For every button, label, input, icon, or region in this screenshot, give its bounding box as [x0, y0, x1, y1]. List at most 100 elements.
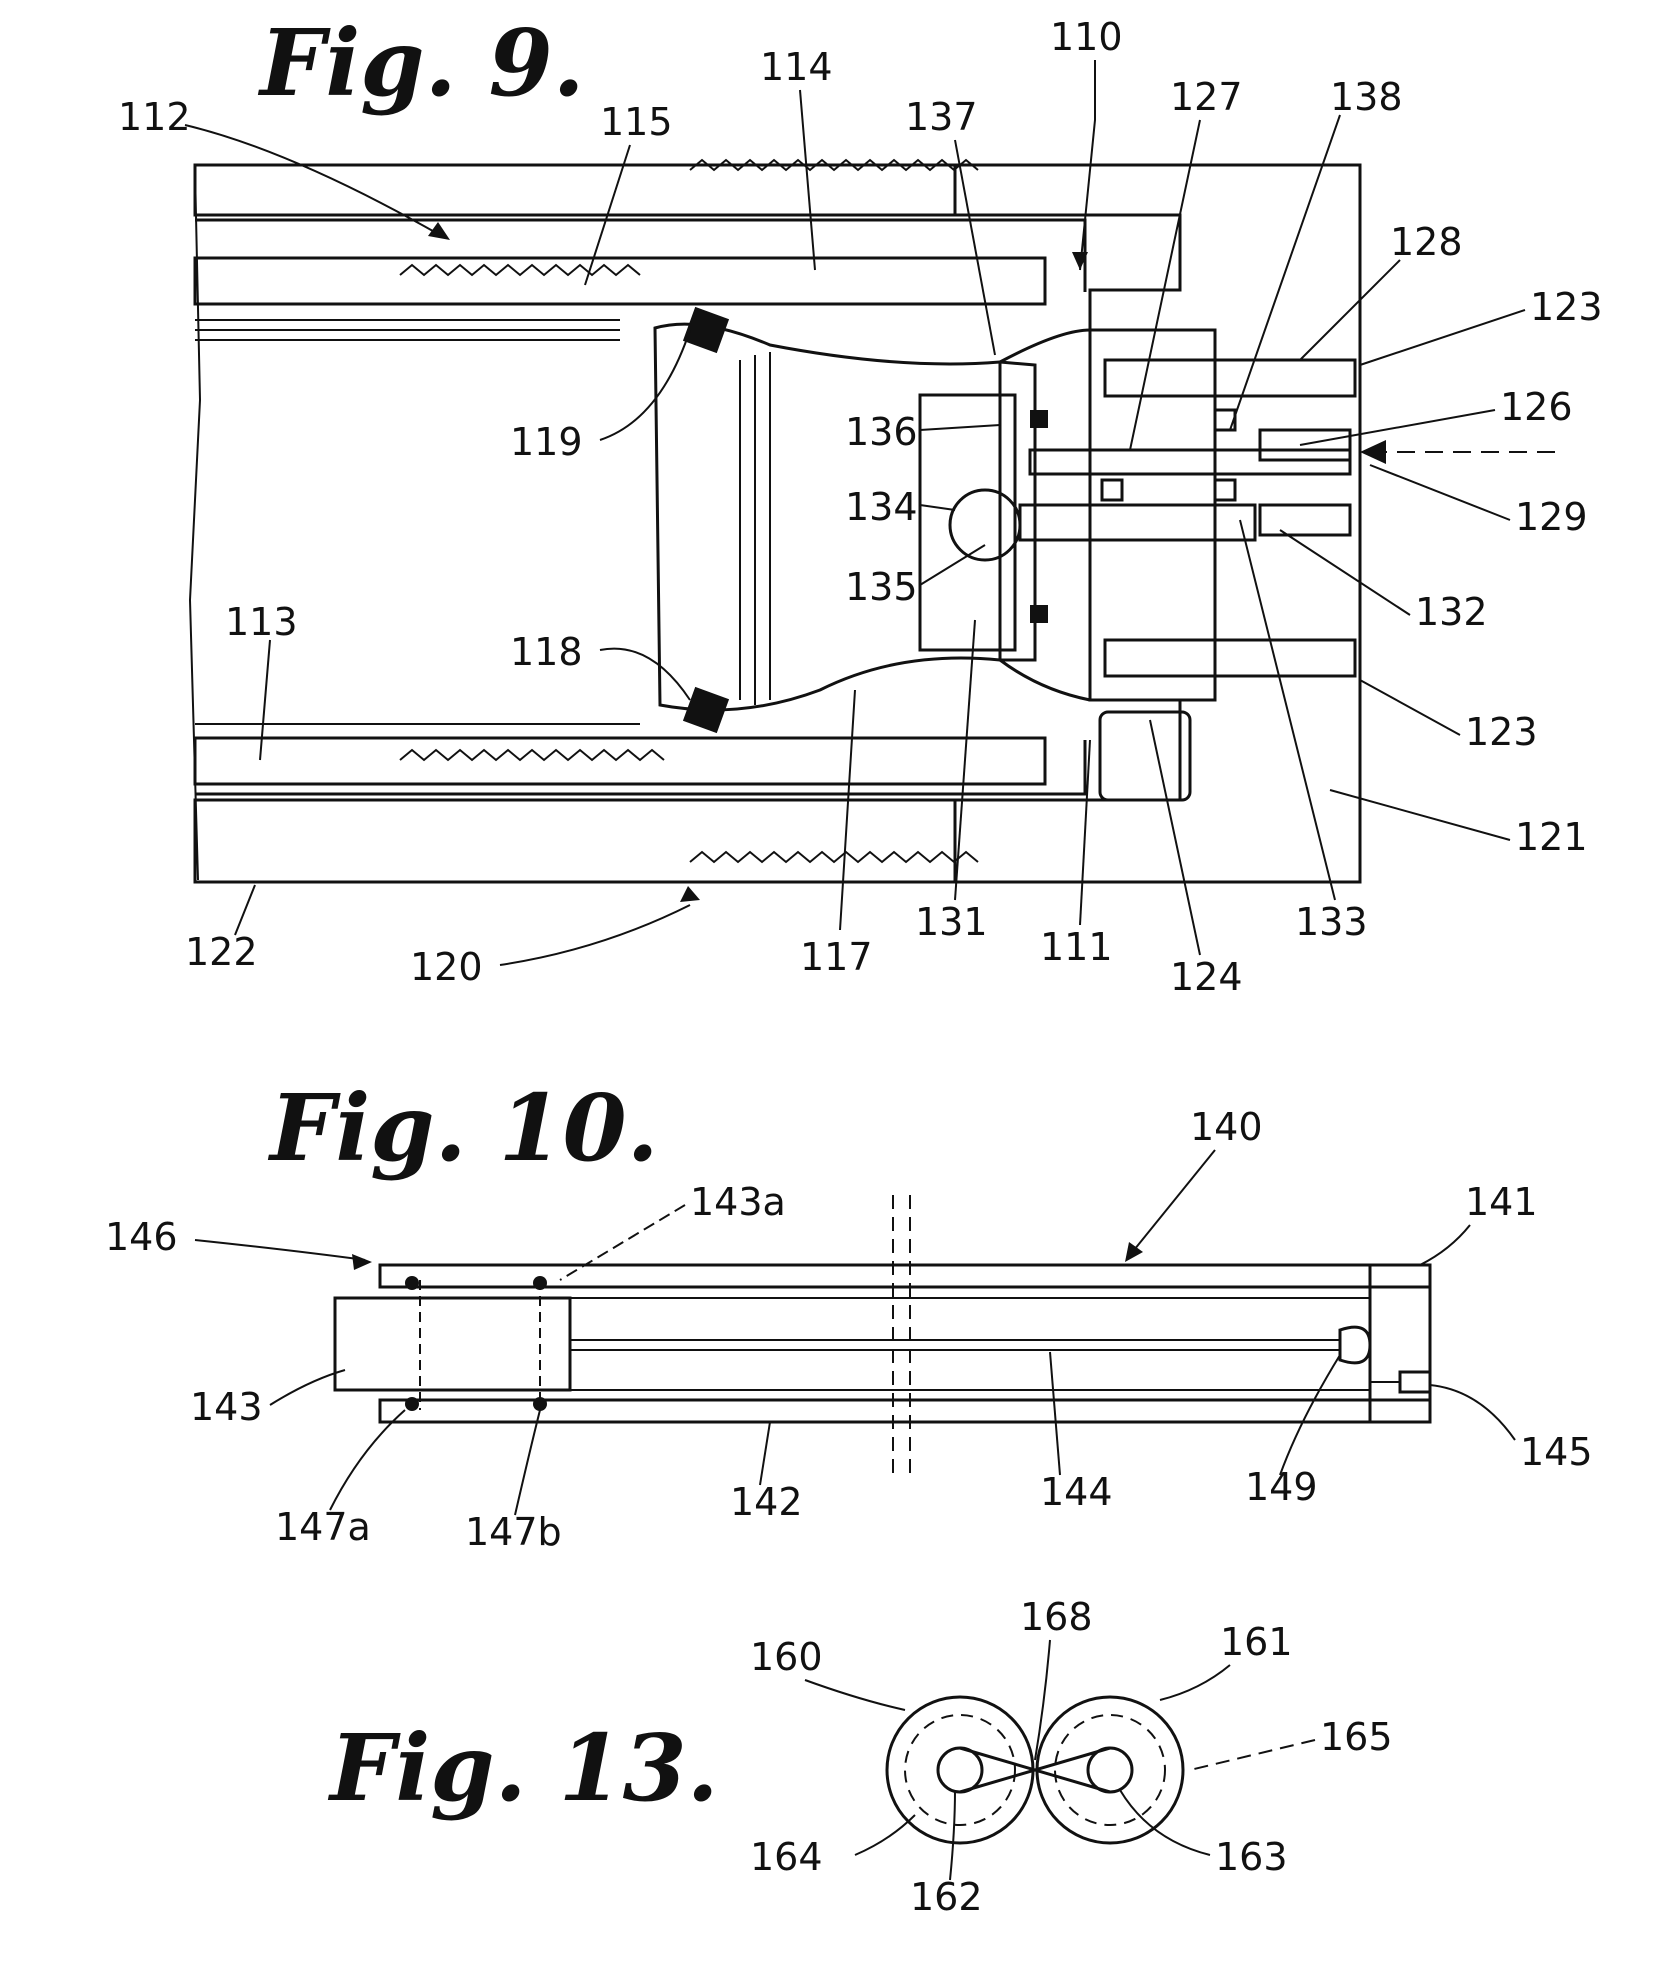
ref-123-bottom: 123 — [1465, 710, 1538, 754]
ref-162: 162 — [910, 1875, 983, 1919]
end-cap — [1368, 1263, 1432, 1424]
ref-137: 137 — [905, 95, 978, 139]
ref-131: 131 — [915, 900, 988, 944]
axle-163 — [1086, 1746, 1134, 1794]
fig10-reference-labels: 140 141 146 143a 143 145 147a 147b 142 1… — [105, 1105, 1593, 1554]
ball-134 — [948, 488, 1022, 562]
ref-127: 127 — [1170, 75, 1243, 119]
ref-144: 144 — [1040, 1470, 1113, 1514]
figure-10: Fig. 10. 140 141 146 143a 14 — [105, 1074, 1593, 1554]
ref-141: 141 — [1465, 1180, 1538, 1224]
figure-9: Fig. 9. — [118, 9, 1603, 999]
rod-144 — [569, 1339, 1341, 1351]
passage-line-top — [195, 218, 1087, 292]
ref-126: 126 — [1500, 385, 1573, 429]
ref-112: 112 — [118, 95, 191, 139]
inner-tube-bottom — [193, 736, 1047, 786]
outer-sleeve-bottom — [193, 798, 957, 884]
plug-145 — [1398, 1370, 1432, 1394]
ref-138: 138 — [1330, 75, 1403, 119]
ref-136: 136 — [845, 410, 918, 454]
rod-head — [1338, 1325, 1372, 1365]
seal-147a-top — [405, 1276, 419, 1290]
ref-120: 120 — [410, 945, 483, 989]
ref-117: 117 — [800, 935, 873, 979]
ref-142: 142 — [730, 1480, 803, 1524]
seal-127 — [1213, 408, 1237, 432]
ref-129: 129 — [1515, 495, 1588, 539]
ref-161: 161 — [1220, 1620, 1293, 1664]
seal-147a-bottom — [405, 1397, 419, 1411]
o-ring-118 — [682, 686, 730, 734]
inner-tube-top — [193, 256, 1047, 306]
valve-body — [653, 322, 1037, 712]
thread-inner-bottom — [399, 748, 665, 762]
thread-outer-bottom — [689, 850, 979, 864]
ref-122: 122 — [185, 930, 258, 974]
fig9-reference-labels: 110 112 114 115 137 127 138 128 123 126 … — [118, 15, 1603, 999]
seal-137 — [1030, 410, 1048, 428]
ref-124: 124 — [1170, 955, 1243, 999]
bolt-123-bottom — [1103, 638, 1357, 678]
seal-147b-bottom — [533, 1397, 547, 1411]
ref-123-top: 123 — [1530, 285, 1603, 329]
fig9-leader-lines — [184, 60, 1526, 966]
figure-13: Fig. 13. 160 168 161 165 164 162 163 — [327, 1595, 1393, 1919]
fig9-title: Fig. 9. — [257, 9, 585, 117]
stem-bore — [1018, 503, 1257, 542]
ref-134: 134 — [845, 485, 918, 529]
ref-115: 115 — [600, 100, 673, 144]
ref-163: 163 — [1215, 1835, 1288, 1879]
ref-133: 133 — [1295, 900, 1368, 944]
ref-128: 128 — [1390, 220, 1463, 264]
ref-147a: 147a — [275, 1505, 371, 1549]
ref-114: 114 — [760, 45, 833, 89]
seal-147b-top — [533, 1276, 547, 1290]
passage-line-bottom — [195, 740, 1087, 796]
inlet-arrow-head — [1360, 440, 1386, 464]
seal-138a — [1100, 478, 1124, 502]
ref-111: 111 — [1040, 925, 1113, 969]
pocket-124 — [1098, 710, 1192, 802]
inlet-passage — [1028, 448, 1352, 476]
fig13-leader-lines — [804, 1639, 1316, 1881]
ref-165: 165 — [1320, 1715, 1393, 1759]
axle-162 — [936, 1746, 984, 1794]
roller-161 — [1035, 1695, 1185, 1845]
ref-145: 145 — [1520, 1430, 1593, 1474]
o-ring-119 — [682, 306, 730, 354]
fig13-title: Fig. 13. — [327, 1714, 719, 1822]
crossed-belt-168 — [959, 1746, 1111, 1794]
ref-143a: 143a — [690, 1180, 786, 1224]
ref-135: 135 — [845, 565, 918, 609]
bolt-123-top — [1103, 358, 1357, 398]
fig10-leader-lines — [194, 1149, 1516, 1516]
ref-113: 113 — [225, 600, 298, 644]
ref-132: 132 — [1415, 590, 1488, 634]
ref-147b: 147b — [465, 1510, 562, 1554]
ref-118: 118 — [510, 630, 583, 674]
thread-inner-top — [399, 263, 641, 277]
ref-119: 119 — [510, 420, 583, 464]
plug-133 — [1258, 503, 1352, 537]
ref-110: 110 — [1050, 15, 1123, 59]
seat-insert — [918, 393, 1017, 652]
ref-164: 164 — [750, 1835, 823, 1879]
ref-140: 140 — [1190, 1105, 1263, 1149]
seal-138b — [1213, 478, 1237, 502]
ref-121: 121 — [1515, 815, 1588, 859]
ref-160: 160 — [750, 1635, 823, 1679]
fig13-reference-labels: 160 168 161 165 164 162 163 — [750, 1595, 1393, 1919]
plug-143 — [333, 1296, 572, 1392]
roller-161-dashed — [1054, 1714, 1166, 1826]
plug-129 — [1258, 428, 1352, 462]
roller-160-dashed — [904, 1714, 1016, 1826]
break-line — [188, 169, 202, 881]
thread-outer-top — [689, 158, 979, 172]
ref-146: 146 — [105, 1215, 178, 1259]
fig10-title: Fig. 10. — [267, 1074, 659, 1182]
valve-nose — [998, 328, 1217, 702]
ref-143: 143 — [190, 1385, 263, 1429]
outer-sleeve-top — [193, 163, 957, 217]
